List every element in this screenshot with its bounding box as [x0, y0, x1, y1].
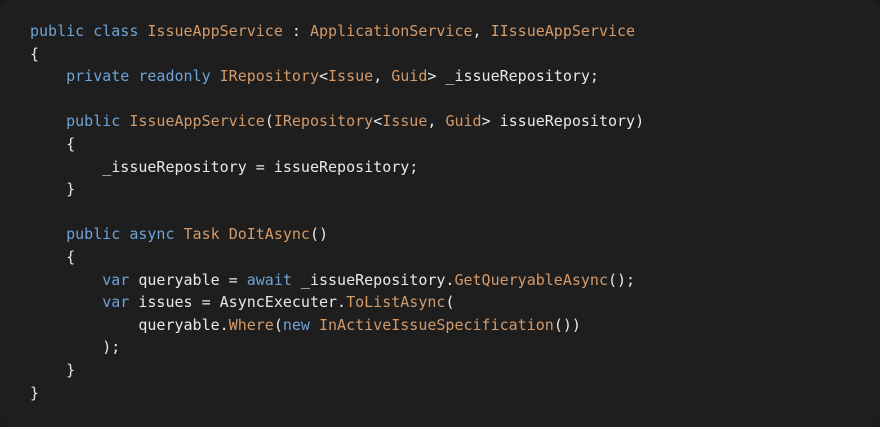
code-token [84, 22, 93, 40]
code-token: Task [183, 225, 220, 244]
code-token [211, 67, 220, 85]
code-token: } [30, 383, 40, 402]
code-token: ( [445, 293, 455, 312]
code-token: IssueAppService [129, 112, 265, 131]
code-token: ( [264, 112, 274, 131]
code-token: queryable. [30, 315, 229, 334]
code-token: IRepository [219, 67, 319, 86]
code-token: < [373, 112, 383, 131]
code-token: } [30, 360, 76, 379]
code-token: async [129, 225, 175, 244]
code-token: } [30, 180, 76, 199]
code-token: > issueRepository) [481, 112, 645, 131]
code-token: IssueAppService [147, 22, 283, 40]
code-token: _issueRepository. [291, 270, 455, 289]
code-token: _issueRepository = issueRepository; [30, 157, 419, 176]
code-line: _issueRepository = issueRepository; [30, 156, 850, 179]
code-token: GetQueryableAsync [454, 270, 608, 289]
code-line: ); [30, 336, 850, 359]
code-line: { [30, 133, 850, 156]
code-line [30, 201, 850, 224]
code-token: < [319, 67, 329, 86]
code-line: { [30, 43, 850, 66]
code-line: } [30, 178, 850, 201]
code-token: ( [273, 315, 283, 334]
code-line: public class IssueAppService : Applicati… [30, 20, 850, 43]
code-lines: public class IssueAppService : Applicati… [30, 20, 850, 404]
code-line: var issues = AsyncExecuter.ToListAsync( [30, 291, 850, 314]
code-token: public [66, 225, 121, 244]
code-token: { [30, 247, 76, 266]
code-line: queryable.Where(new InActiveIssueSpecifi… [30, 314, 850, 337]
code-token: (); [608, 270, 636, 289]
code-token: public [66, 112, 121, 131]
code-token [30, 112, 66, 130]
code-token [30, 271, 102, 289]
code-token: () [309, 225, 329, 244]
code-line: } [30, 359, 850, 382]
code-token [220, 225, 229, 243]
code-token: issues = AsyncExecuter. [129, 293, 347, 312]
code-token: , [373, 67, 392, 86]
code-token: ToListAsync [346, 293, 446, 312]
code-token [30, 67, 66, 85]
code-token: { [30, 134, 76, 153]
code-token: InActiveIssueSpecification [319, 315, 554, 334]
code-token: await [246, 270, 292, 289]
code-token: Guid [391, 67, 428, 86]
code-token: var [102, 293, 130, 312]
code-token: DoItAsync [228, 225, 310, 244]
code-token: readonly [138, 67, 211, 86]
code-token: ); [30, 338, 121, 357]
code-line: private readonly IRepository<Issue, Guid… [30, 65, 850, 88]
code-token: : [282, 22, 310, 40]
code-token: Where [228, 315, 274, 334]
code-token: ()) [553, 315, 581, 334]
code-token: private [66, 67, 130, 86]
code-token [30, 225, 66, 243]
code-token: , [427, 112, 446, 131]
code-token: class [93, 22, 139, 40]
code-token: ApplicationService [309, 22, 473, 40]
code-token [310, 316, 319, 334]
code-token [30, 293, 102, 311]
code-line: public async Task DoItAsync() [30, 223, 850, 246]
code-line: var queryable = await _issueRepository.G… [30, 269, 850, 292]
code-line [30, 88, 850, 111]
code-token [175, 225, 184, 243]
code-token: new [282, 315, 310, 334]
code-line: public IssueAppService(IRepository<Issue… [30, 110, 850, 133]
code-token: queryable = [129, 270, 247, 289]
code-token: , [472, 22, 491, 40]
code-token: Issue [328, 67, 374, 86]
code-token: var [102, 270, 130, 289]
code-token: Guid [445, 112, 482, 131]
code-token: { [30, 44, 40, 63]
code-token: > _issueRepository; [427, 67, 599, 86]
code-token [120, 225, 129, 243]
code-token: IIssueAppService [490, 22, 636, 40]
code-token [120, 112, 129, 130]
code-line: } [30, 382, 850, 405]
code-token: public [30, 22, 85, 40]
code-line: { [30, 246, 850, 269]
code-token: Issue [382, 112, 428, 131]
code-token: IRepository [273, 112, 374, 131]
